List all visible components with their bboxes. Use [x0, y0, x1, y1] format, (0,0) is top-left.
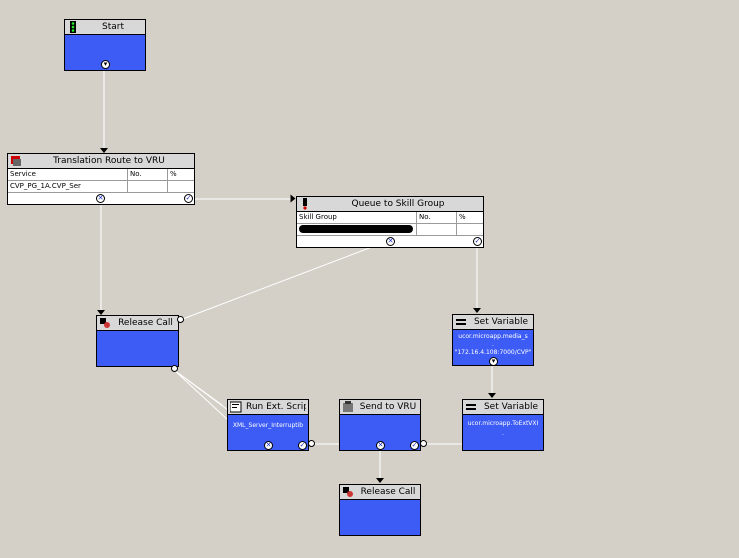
release-call-node-2[interactable]: Release Call [339, 484, 421, 536]
translation-fail-port[interactable]: ✕ [96, 194, 105, 203]
translation-route-title: Translation Route to VRU [53, 156, 165, 166]
no-cell [417, 224, 457, 235]
release-call-title-1: Release Call [118, 318, 173, 328]
column-header-percent: % [459, 213, 466, 221]
traffic-light-icon [70, 21, 76, 33]
run-ext-script-line-1: XML_Server_Interruptib [232, 422, 304, 429]
queue-skill-group-node[interactable]: Queue to Skill Group Skill Group No. % ✕… [296, 196, 484, 248]
translation-route-node[interactable]: Translation Route to VRU Service No. % C… [7, 153, 195, 205]
queue-success-port[interactable]: ✓ [473, 237, 482, 246]
set-variable-1-output-port[interactable]: ▾ [489, 357, 498, 366]
service-cell: CVP_PG_1A.CVP_Ser [8, 181, 128, 192]
translation-success-port[interactable]: ✓ [184, 194, 193, 203]
set-variable-1-line-2: . [492, 341, 494, 348]
phone-hangup-icon [100, 318, 110, 328]
set-variable-1-input-arrow [473, 308, 481, 313]
column-header-skill-group: Skill Group [297, 212, 417, 223]
translation-route-header: Translation Route to VRU [8, 154, 194, 169]
send-to-vru-output-knob[interactable] [420, 440, 427, 447]
set-variable-1-line-3: "172.16.4.108:7000/CVP" [454, 349, 532, 356]
send-vru-icon [343, 401, 353, 412]
set-variable-node-1[interactable]: Set Variable ucor.microapp.media_s . "17… [452, 314, 534, 366]
send-to-vru-success-port[interactable]: ✓ [410, 441, 419, 450]
set-variable-2-input-arrow [488, 393, 496, 398]
release-call-2-input-arrow [376, 478, 384, 483]
column-header-percent: % [170, 170, 177, 178]
set-variable-header-2: Set Variable [463, 400, 543, 415]
translation-input-arrow [100, 148, 108, 153]
send-to-vru-header: Send to VRU [340, 400, 420, 415]
set-variable-header-1: Set Variable [453, 315, 533, 330]
run-ext-script-output-knob[interactable] [308, 440, 315, 447]
run-ext-script-success-port[interactable]: ✓ [298, 441, 307, 450]
equals-icon [456, 319, 466, 325]
send-to-vru-node[interactable]: Send to VRU ✕ ✓ [339, 399, 421, 451]
set-variable-node-2[interactable]: Set Variable ucor.microapp.ToExtVXI . [462, 399, 544, 451]
script-icon [230, 401, 242, 413]
set-variable-title-1: Set Variable [473, 317, 529, 327]
queue-icon [303, 198, 307, 210]
release-call-1-bottom-knob[interactable] [171, 365, 178, 372]
set-variable-1-line-1: ucor.microapp.media_s [458, 333, 528, 340]
queue-skill-group-table: Skill Group No. % [297, 212, 483, 236]
queue-fail-port[interactable]: ✕ [386, 237, 395, 246]
start-node[interactable]: Start ▾ [64, 19, 146, 71]
percent-cell [168, 181, 194, 192]
release-call-1-input-arrow [97, 310, 105, 315]
run-ext-script-node[interactable]: Run Ext. Script XML_Server_Interruptib ✕… [227, 399, 309, 451]
column-header-service: Service [8, 169, 128, 180]
release-call-header-1: Release Call [97, 316, 178, 331]
queue-skill-group-title: Queue to Skill Group [351, 199, 445, 209]
redacted-skill-group [299, 225, 413, 233]
start-node-header: Start [65, 20, 145, 35]
release-call-node-1[interactable]: Release Call [96, 315, 179, 367]
queue-input-arrow [290, 194, 296, 203]
translation-route-table: Service No. % CVP_PG_1A.CVP_Ser [8, 169, 194, 193]
queue-skill-group-header: Queue to Skill Group [297, 197, 483, 212]
run-ext-script-fail-port[interactable]: ✕ [264, 441, 273, 450]
start-output-port[interactable]: ▾ [101, 60, 110, 69]
percent-cell [457, 224, 483, 235]
send-to-vru-title: Send to VRU [359, 402, 417, 412]
skill-group-cell [297, 224, 417, 235]
set-variable-2-line-1: ucor.microapp.ToExtVXI [467, 420, 539, 427]
release-call-header-2: Release Call [340, 485, 420, 500]
equals-icon [466, 404, 476, 410]
column-header-no: No. [128, 169, 168, 180]
release-call-title-2: Release Call [360, 487, 416, 497]
run-ext-script-title: Run Ext. Script [246, 402, 306, 412]
set-variable-2-line-2: . [502, 430, 504, 437]
start-node-title: Start [102, 22, 124, 32]
release-call-1-input-knob[interactable] [177, 316, 184, 323]
run-ext-script-header: Run Ext. Script [228, 400, 308, 415]
translation-route-icon [11, 156, 21, 166]
column-header-no: No. [417, 212, 457, 223]
no-cell [128, 181, 168, 192]
set-variable-title-2: Set Variable [483, 402, 539, 412]
phone-hangup-icon [343, 487, 353, 497]
send-to-vru-fail-port[interactable]: ✕ [376, 441, 385, 450]
